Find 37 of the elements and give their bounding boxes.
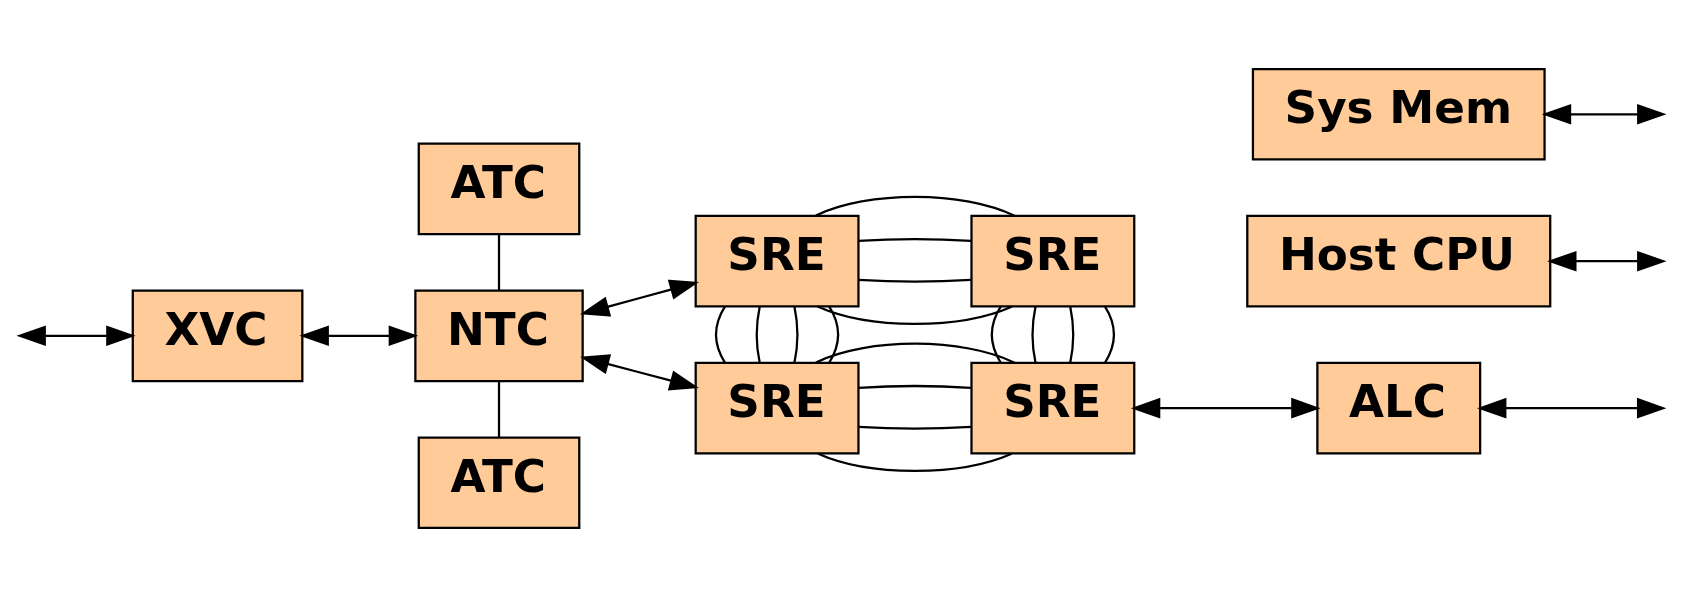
node-box: ALC	[1316, 361, 1482, 454]
arrow	[1547, 250, 1667, 271]
connector	[815, 342, 1016, 364]
node-box: SRE	[970, 214, 1136, 308]
node-box: SRE	[694, 214, 860, 308]
arrow	[1130, 397, 1321, 418]
connector	[828, 305, 840, 363]
connector	[1103, 305, 1116, 363]
arrow	[16, 325, 136, 346]
connector	[1031, 305, 1037, 363]
node-box: Sys Mem	[1251, 67, 1546, 161]
connector	[817, 451, 1013, 472]
node-box: ATC	[417, 435, 581, 529]
connector	[858, 278, 971, 283]
node-box: ATC	[417, 142, 581, 235]
connector	[858, 384, 971, 389]
connector	[714, 305, 727, 363]
connector	[497, 233, 501, 290]
arrow	[299, 325, 419, 346]
arrow	[580, 279, 699, 316]
node-box: NTC	[414, 288, 584, 382]
connector	[817, 304, 1013, 325]
connector	[497, 380, 501, 437]
node-box: Host CPU	[1246, 214, 1552, 308]
connector	[815, 195, 1016, 217]
node-box: SRE	[694, 361, 860, 454]
connector	[990, 305, 1002, 363]
node-box: SRE	[970, 361, 1136, 454]
connector	[793, 305, 799, 363]
connector	[858, 425, 971, 430]
arrow	[1477, 397, 1667, 418]
arrow	[580, 353, 699, 391]
node-box: XVC	[131, 288, 304, 382]
connector	[755, 305, 761, 363]
connector	[1069, 305, 1075, 363]
connector	[858, 237, 971, 242]
arrow	[1541, 103, 1667, 125]
